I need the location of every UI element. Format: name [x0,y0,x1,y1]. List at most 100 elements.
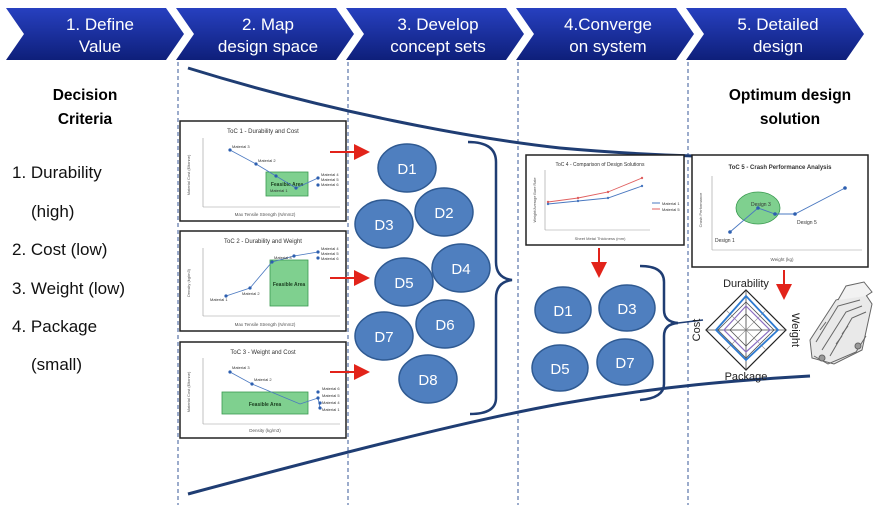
step-2-line2: design space [218,37,318,56]
radar-series-blue [714,294,780,362]
converged-d5: D5 [531,344,589,392]
step-chevron-2 [176,8,354,60]
concept-brace [467,140,513,416]
toc5-xlabel: Weight (kg) [771,257,794,262]
stage-dividers [177,62,689,505]
radar-label-cost: Cost [691,319,703,342]
toc1-mat-5: Material 5 [321,177,339,182]
converged-d7: D7 [596,338,654,386]
toc4-ylabel: Weight/Average Bare Rate [533,177,537,222]
concept-d2: D2 [414,187,474,237]
converged-d3: D3 [598,284,656,332]
step-3-line2: concept sets [390,37,485,56]
toc-arrows [330,144,370,380]
toc3-mat-1: Material 1 [322,407,340,412]
optimum-heading-line1: Optimum design [728,87,852,104]
concept-d6: D6 [415,299,475,349]
toc1-feasible-label: Feasible Area [271,182,304,188]
concept-d1-label: D1 [397,161,416,178]
step-chevron-1 [6,8,184,60]
step-4-line1: 4.Converge [564,15,652,34]
toc4-title: ToC 4 - Comparison of Design Solutions [556,162,645,168]
converged-d3-label: D3 [617,301,636,318]
toc5-title: ToC 5 - Crash Performance Analysis [728,165,832,171]
concept-d4: D4 [431,243,491,293]
criteria-item-2: 2. Cost (low) [12,240,108,259]
toc3-chart: ToC 3 - Weight and Cost Material Cost ($… [179,341,347,439]
toc3-mat-6: Material 6 [322,386,340,391]
step-chevron-3 [346,8,524,60]
toc2-title: ToC 2 - Durability and Weight [224,239,302,245]
toc1-xlabel: Max Tensile Strength (N/mm2) [235,212,296,217]
concept-d4-label: D4 [451,261,470,278]
toc1-mat-3: Material 3 [232,144,250,149]
criteria-item-1: 1. Durability [12,163,102,182]
radar-series-purple [723,305,771,353]
toc1-mat-2: Material 2 [258,158,276,163]
converged-brace [639,264,679,402]
criteria-item-1-sub: (high) [31,202,75,221]
toc2-mat-6: Material 6 [321,256,339,261]
toc2-mat-3: Material 3 [274,255,292,260]
toc2-xlabel: Max Tensile Strength (N/mm2) [235,322,296,327]
toc3-mat-5: Material 5 [322,393,340,398]
concept-d2-label: D2 [434,205,453,222]
step-chevron-4 [516,8,694,60]
toc4-chart: ToC 4 - Comparison of Design Solutions W… [525,154,685,246]
converged-d1: D1 [534,286,592,334]
vehicle-structure-image [809,281,873,365]
optimum-heading-line2: solution [759,111,821,128]
step-5-line1: 5. Detailed [737,15,818,34]
toc1-feasible-area [265,171,309,197]
concept-d8-label: D8 [418,372,437,389]
radar-diagram: Durability Package Cost Weight [691,278,801,383]
toc5-label-design1: Design 1 [715,238,735,244]
toc3-xlabel: Density (kg/m3) [249,428,281,433]
concept-d5: D5 [374,257,434,307]
toc3-mat-3: Material 3 [232,365,250,370]
toc2-mat-4: Material 4 [321,246,339,251]
process-steps: 1. Define Value 2. Map design space 3. D… [6,8,864,60]
toc5-ylabel: Crash Performance [698,192,703,227]
step-2-line1: 2. Map [242,15,294,34]
brace-to-radar [677,319,704,324]
toc1-ylabel: Material Cost ($/tonne) [186,154,191,195]
radar-label-package: Package [725,371,768,383]
toc1-mat-1: Material 1 [270,188,288,193]
concept-d5-label: D5 [394,275,413,292]
toc2-chart: ToC 2 - Durability and Weight Density (k… [179,230,347,332]
toc2-feasible-label: Feasible Area [273,282,306,288]
concept-d8: D8 [398,354,458,404]
toc3-feasible-label: Feasible Area [249,402,282,408]
concept-d3-label: D3 [374,217,393,234]
concept-d1: D1 [377,143,437,193]
concept-d3: D3 [354,199,414,249]
concept-d7: D7 [354,311,414,361]
concept-set: D1 D3 D2 D5 D4 D7 D6 D8 [354,143,491,404]
criteria-item-3: 3. Weight (low) [12,279,126,298]
toc2-mat-2: Material 2 [242,291,260,296]
criteria-item-4: 4. Package [12,317,98,336]
toc2-mat-1: Material 1 [210,297,228,302]
optimum-heading: Optimum design solution [710,84,870,132]
step-5-line2: design [753,37,803,56]
criteria-heading: Decision Criteria [30,84,140,132]
toc5-label-design3: Design 3 [751,202,771,208]
toc2-mat-5: Material 5 [321,251,339,256]
toc4-legend-1: Material 1 [662,201,680,206]
toc1-title: ToC 1 - Durability and Cost [227,129,299,135]
radar-label-weight: Weight [789,313,801,347]
step-1-line2: Value [79,37,121,56]
toc3-mat-4: Material 4 [322,400,340,405]
funnel-bottom-curve [187,374,811,496]
toc1-chart: ToC 1 - Durability and Cost Material Cos… [179,120,347,222]
converged-d5-label: D5 [550,361,569,378]
step-chevron-5 [686,8,864,60]
toc1-mat-6: Material 6 [321,182,339,187]
toc3-mat-2: Material 2 [254,377,272,382]
toc2-feasible-area [269,259,309,307]
step-4-line2: on system [569,37,646,56]
radar-label-durability: Durability [723,278,769,290]
toc4-legend-2: Material 5 [662,207,680,212]
toc4-xlabel: Sheet Metal Thickness (mm) [575,236,626,241]
